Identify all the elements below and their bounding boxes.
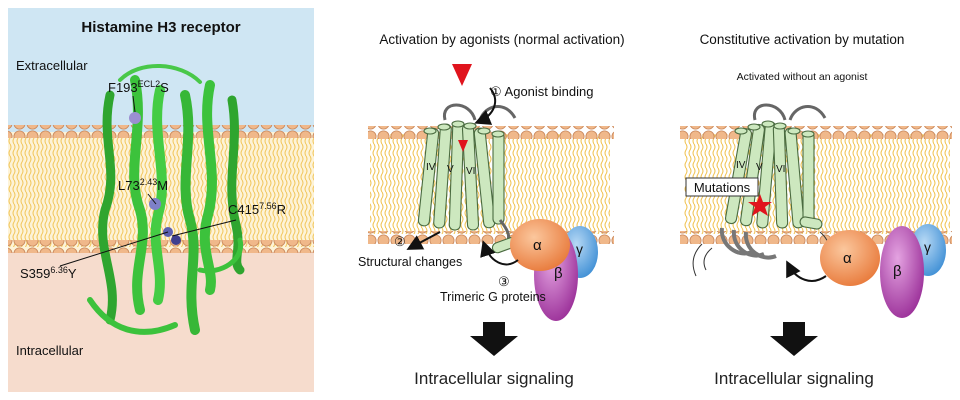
extracellular-label: Extracellular — [16, 58, 88, 73]
structural-change-arrow — [406, 231, 441, 250]
g-protein-arrow-right — [786, 260, 827, 282]
gamma-label-right: γ — [924, 239, 931, 255]
left-panel: Histamine H3 receptor Extracellular Intr… — [8, 8, 314, 392]
right-panel: Constitutive activation by mutation Acti… — [680, 32, 952, 388]
helix-label-v-right: V — [756, 162, 763, 173]
residue-c415: C4157.56R — [228, 201, 286, 217]
middle-title: Activation by agonists (normal activatio… — [379, 32, 624, 47]
pointer-f193 — [132, 95, 136, 113]
binding-arrow — [474, 87, 497, 125]
step2-number: ② — [394, 234, 406, 249]
agonist-triangle — [452, 64, 472, 86]
mutations-box — [685, 177, 759, 197]
mutations-label: Mutations — [694, 180, 751, 195]
membrane-heads-top-right — [680, 126, 952, 139]
pointer-l73 — [147, 193, 157, 205]
step2-label: Structural changes — [358, 255, 462, 269]
alpha-label-mid: α — [533, 237, 542, 254]
step3-number: ③ — [498, 274, 510, 289]
left-title: Histamine H3 receptor — [81, 19, 240, 36]
intracellular-label: Intracellular — [16, 343, 84, 358]
pointer-c415 — [171, 219, 237, 237]
alpha-label-right: α — [843, 250, 852, 267]
membrane-heads-top-mid — [368, 126, 614, 139]
signal-arrow-mid — [470, 322, 518, 356]
g-beta-right — [880, 226, 924, 318]
middle-panel: Activation by agonists (normal activatio… — [358, 32, 625, 388]
output-right: Intracellular signaling — [714, 369, 874, 388]
right-title: Constitutive activation by mutation — [700, 32, 905, 47]
bound-agonist — [458, 140, 468, 152]
receptor-right — [719, 103, 827, 260]
helix-label-iv: IV — [426, 162, 436, 173]
receptor-mid — [417, 103, 519, 254]
step1-label: ① Agonist binding — [490, 84, 593, 99]
right-subtitle: Activated without an agonist — [737, 71, 868, 83]
g-alpha-mid — [510, 219, 570, 271]
residue-s359: S3596.36Y — [20, 265, 77, 281]
mutation-star — [748, 194, 772, 216]
gamma-label-mid: γ — [576, 241, 583, 257]
residue-l73: L732.43M — [118, 177, 168, 193]
helix-label-vi: VI — [466, 166, 475, 177]
residue-f193: F193ECL2S — [108, 79, 169, 95]
helix-label-v: V — [447, 164, 454, 175]
beta-label-mid: β — [554, 265, 563, 282]
pointer-s359 — [59, 231, 169, 267]
beta-label-right: β — [893, 263, 902, 280]
signal-arrow-right — [770, 322, 818, 356]
helix-label-iv-right: IV — [736, 160, 746, 171]
g-alpha-right — [820, 230, 880, 286]
output-mid: Intracellular signaling — [414, 369, 574, 388]
g-protein-arrow — [480, 240, 519, 266]
step3-label: Trimeric G proteins — [440, 290, 546, 304]
h3-receptor-structure — [87, 64, 245, 335]
helix-label-vi-right: VI — [776, 164, 785, 175]
